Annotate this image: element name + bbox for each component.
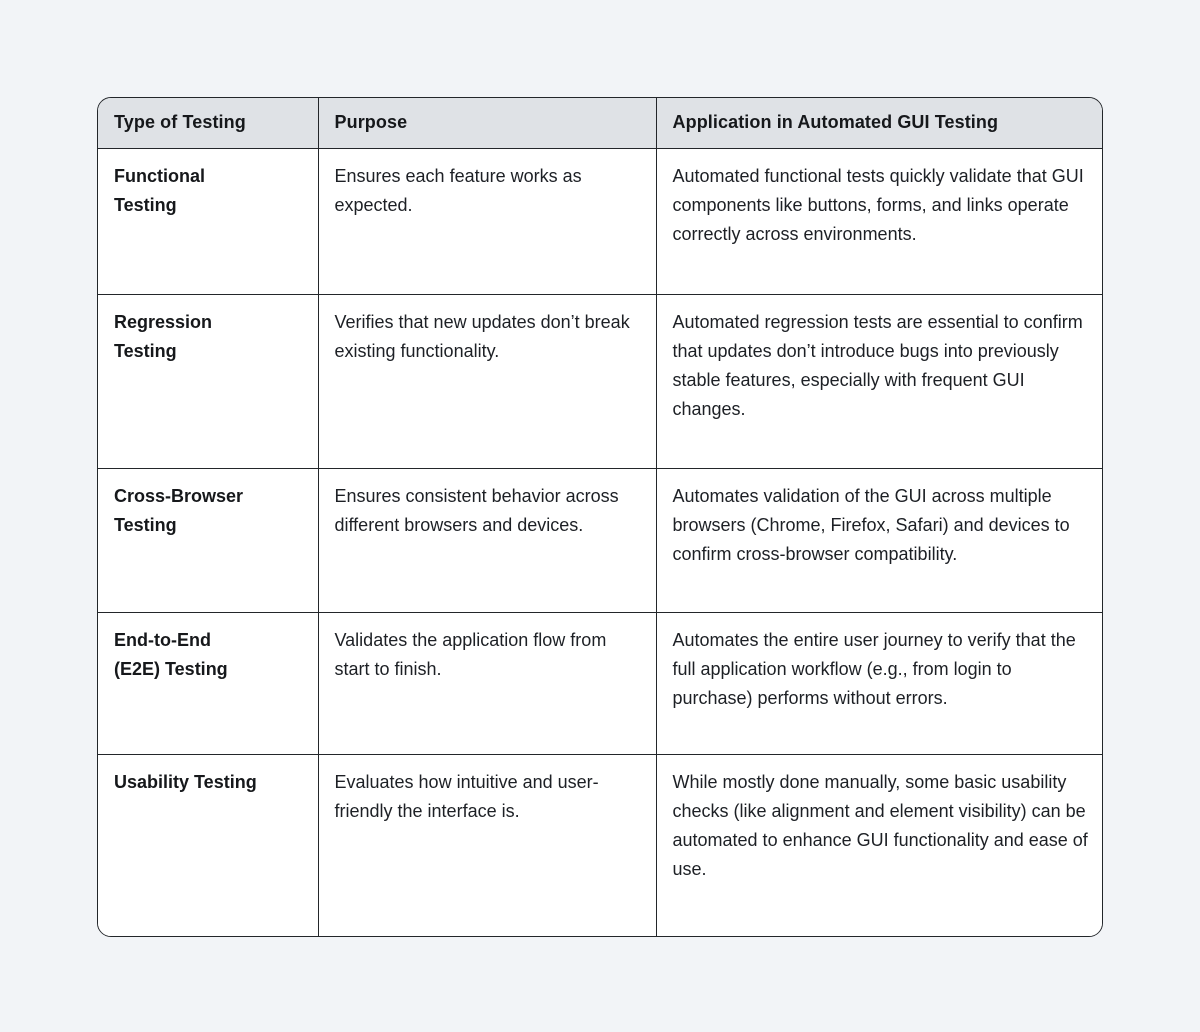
cell-purpose: Validates the application flow from star… (317, 611, 657, 755)
cell-type: Functional Testing (98, 147, 319, 295)
cell-purpose: Evaluates how intuitive and user-friendl… (317, 753, 657, 936)
cell-application: Automates validation of the GUI across m… (655, 467, 1102, 613)
table-row-cross-browser-testing: Cross-Browser Testing Ensures consistent… (98, 467, 1102, 613)
cell-type: Cross-Browser Testing (98, 467, 319, 613)
column-header-purpose: Purpose (317, 98, 657, 149)
table-header-row: Type of Testing Purpose Application in A… (98, 98, 1102, 149)
cell-type: End-to-End (E2E) Testing (98, 611, 319, 755)
table-row-usability-testing: Usability Testing Evaluates how intuitiv… (98, 753, 1102, 936)
table-row-regression-testing: Regression Testing Verifies that new upd… (98, 293, 1102, 469)
cell-application: While mostly done manually, some basic u… (655, 753, 1102, 936)
testing-types-table: Type of Testing Purpose Application in A… (97, 97, 1103, 937)
cell-type: Usability Testing (98, 753, 319, 936)
cell-application: Automated regression tests are essential… (655, 293, 1102, 469)
cell-purpose: Ensures each feature works as expected. (317, 147, 657, 295)
cell-application: Automates the entire user journey to ver… (655, 611, 1102, 755)
testing-table-grid: Type of Testing Purpose Application in A… (98, 98, 1102, 936)
table-row-functional-testing: Functional Testing Ensures each feature … (98, 147, 1102, 295)
cell-purpose: Verifies that new updates don’t break ex… (317, 293, 657, 469)
cell-purpose: Ensures consistent behavior across diffe… (317, 467, 657, 613)
table-row-end-to-end-testing: End-to-End (E2E) Testing Validates the a… (98, 611, 1102, 755)
column-header-type-of-testing: Type of Testing (98, 98, 319, 149)
cell-type: Regression Testing (98, 293, 319, 469)
column-header-application: Application in Automated GUI Testing (655, 98, 1102, 149)
cell-application: Automated functional tests quickly valid… (655, 147, 1102, 295)
